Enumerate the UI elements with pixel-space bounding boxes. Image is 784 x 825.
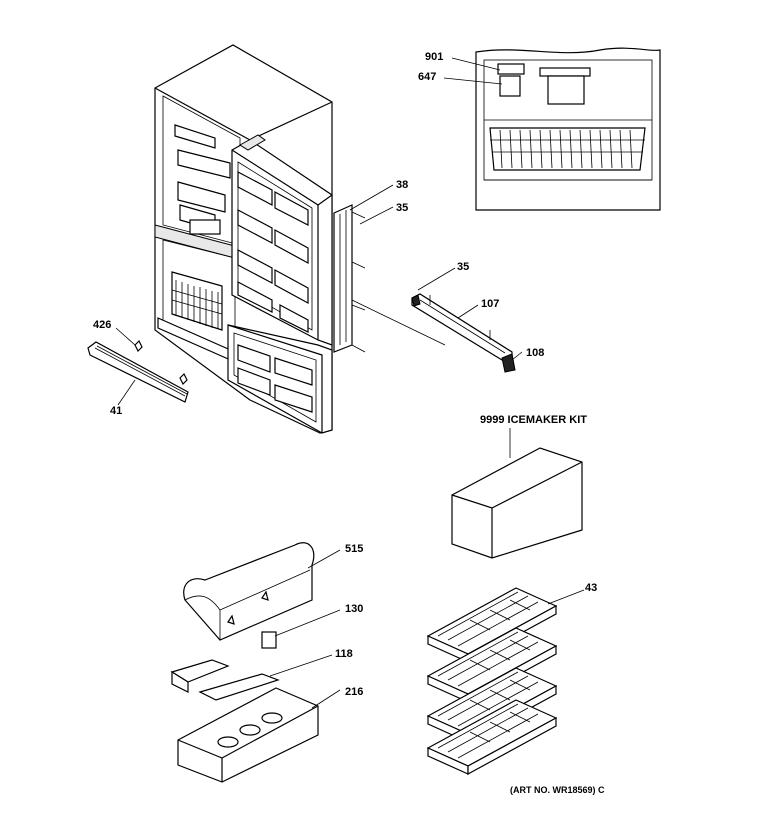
label-41: 41 (110, 405, 122, 417)
freezer-door (227, 324, 333, 434)
kick-plate (87, 339, 189, 403)
ice-tray (426, 699, 558, 776)
label-108: 108 (526, 347, 544, 359)
fresh-food-door (231, 134, 333, 346)
label-647: 647 (418, 71, 436, 83)
label-130: 130 (345, 603, 363, 615)
label-901: 901 (425, 51, 443, 63)
label-216: 216 (345, 686, 363, 698)
label-43: 43 (585, 582, 597, 594)
label-35-lower: 35 (457, 261, 469, 273)
label-35-upper: 35 (396, 202, 408, 214)
label-426: 426 (93, 319, 111, 331)
label-515: 515 (345, 543, 363, 555)
part-labels: 901 647 38 35 35 107 108 426 41 9999 ICE… (93, 51, 597, 698)
icemaker-kit-box (451, 447, 583, 559)
refrigerator-interior-view (475, 47, 661, 211)
hinge-bar-assembly (411, 293, 516, 373)
ice-bucket-assembly (170, 542, 319, 783)
label-118: 118 (335, 648, 353, 660)
label-107: 107 (481, 298, 499, 310)
label-icemaker-kit: 9999 ICEMAKER KIT (480, 414, 587, 426)
label-38: 38 (396, 179, 408, 191)
ice-trays-stack (426, 587, 558, 776)
door-hinge-strips (333, 204, 446, 353)
art-number: (ART NO. WR18569) C (510, 785, 605, 795)
leader-lines (115, 57, 585, 709)
